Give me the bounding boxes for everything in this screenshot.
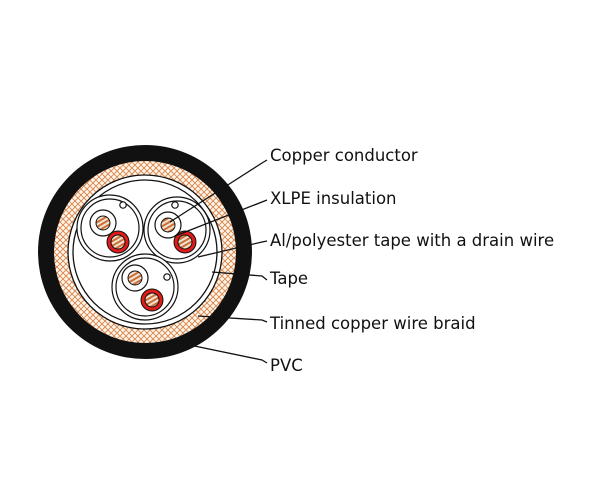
label-tape: Tape [270, 269, 309, 288]
copper-conductor [95, 215, 111, 231]
label-xlpe-insulation: XLPE insulation [270, 189, 397, 208]
leader-tinned-braid [197, 315, 268, 323]
shielded-pair-2 [143, 196, 211, 264]
label-al-polyester-tape: Al/polyester tape with a drain wire [270, 231, 555, 250]
label-pvc: PVC [270, 356, 303, 375]
shielded-pair-3 [111, 253, 179, 321]
leader-xlpe-insulation [174, 199, 268, 237]
pair-wrap [115, 257, 175, 317]
drain-wire [163, 273, 171, 281]
label-tinned-copper-wire-braid: Tinned copper wire braid [270, 314, 476, 333]
leader-tape [211, 271, 268, 281]
pair-wrap [147, 200, 207, 260]
leader-copper-conductor [169, 159, 268, 223]
copper-conductor [177, 234, 193, 250]
leader-lines [169, 159, 268, 364]
drain-wire [171, 201, 179, 209]
copper-conductor [110, 234, 126, 250]
copper-conductor [144, 292, 160, 308]
leader-pvc [179, 342, 268, 364]
label-copper-conductor: Copper conductor [270, 146, 418, 165]
copper-conductor [127, 270, 143, 286]
drain-wire [119, 201, 127, 209]
leader-al-polyester-tape [197, 240, 268, 258]
pair-wrap [80, 198, 140, 258]
shielded-pair-1 [76, 194, 144, 262]
